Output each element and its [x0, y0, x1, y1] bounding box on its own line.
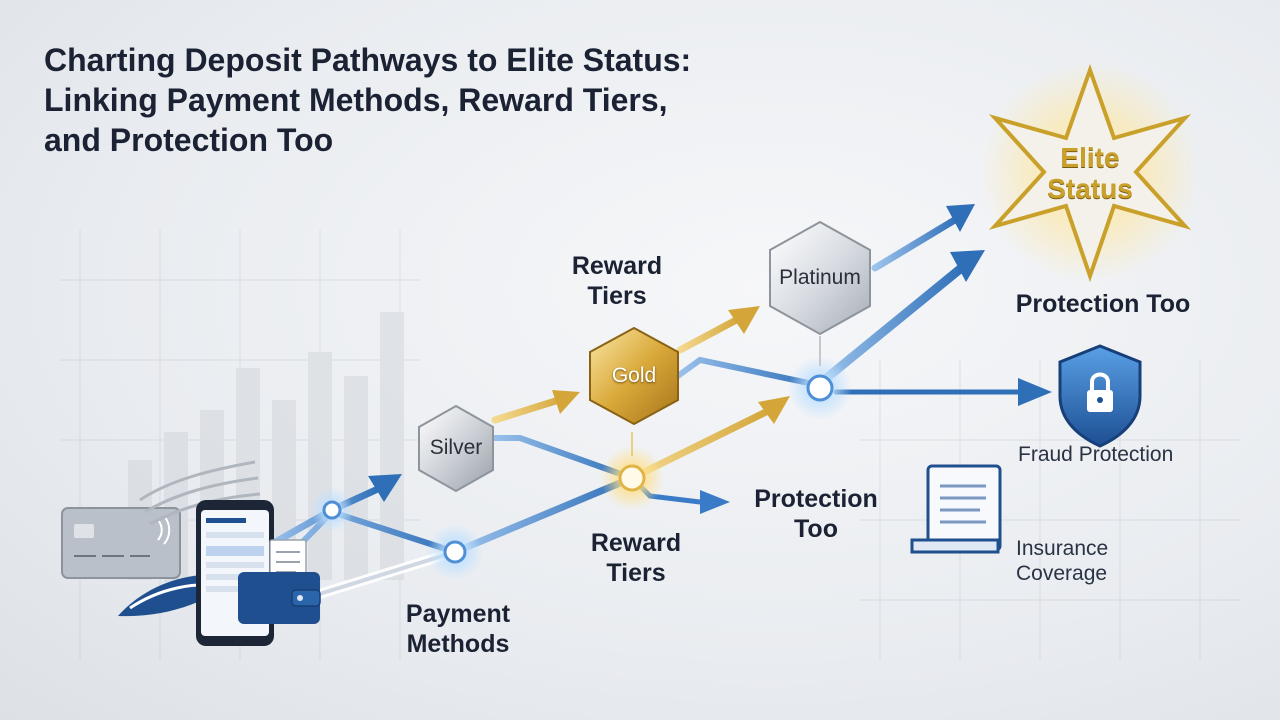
- insurance-coverage-label: Insurance Coverage: [1016, 536, 1156, 586]
- title-line-3: and Protection Too: [44, 122, 334, 158]
- payment-methods-line-2: Methods: [406, 630, 510, 658]
- reward-tiers-bottom-label: Reward Tiers: [574, 528, 698, 588]
- page-title: Charting Deposit Pathways to Elite Statu…: [44, 40, 691, 160]
- payment-methods-label: Payment Methods: [388, 599, 528, 659]
- reward-tiers-top-label: Reward Tiers: [562, 251, 672, 311]
- elite-star-icon: [980, 62, 1200, 283]
- platinum-hexagon: [769, 220, 871, 336]
- reward-tiers-top-line-1: Reward: [571, 252, 663, 280]
- glow-nodes: [310, 336, 852, 580]
- gold-tier-label: Gold: [611, 364, 657, 387]
- credit-card-icon: [61, 507, 181, 579]
- silver-hexagon: [418, 404, 494, 493]
- reward-tiers-top-line-2: Tiers: [587, 282, 647, 310]
- title-line-2: Linking Payment Methods, Reward Tiers,: [44, 82, 668, 118]
- wallet-icon: [238, 539, 321, 624]
- gold-hexagon: [589, 326, 679, 426]
- shield-lock-icon: [1058, 344, 1142, 448]
- protection-mid-label: Protection Too: [736, 484, 896, 544]
- document-scroll-icon: [910, 464, 1002, 554]
- insurance-line-1: Insurance: [1016, 537, 1109, 560]
- elite-status-label: Elite Status: [1030, 142, 1150, 204]
- elite-line-1: Elite: [1060, 142, 1120, 173]
- arrowheads: [368, 204, 1052, 514]
- reward-tiers-bottom-line-1: Reward: [590, 529, 682, 557]
- protection-top-label: Protection Too: [1015, 290, 1191, 318]
- insurance-line-2: Coverage: [1016, 562, 1108, 585]
- protection-mid-line-1: Protection: [754, 485, 878, 513]
- silver-tier-label: Silver: [429, 436, 483, 459]
- payment-methods-line-1: Payment: [405, 600, 511, 628]
- elite-line-2: Status: [1047, 173, 1133, 204]
- title-line-1: Charting Deposit Pathways to Elite Statu…: [44, 42, 692, 78]
- fraud-protection-label: Fraud Protection: [1018, 443, 1174, 466]
- platinum-tier-label: Platinum: [779, 266, 861, 289]
- protection-mid-line-2: Too: [794, 515, 838, 543]
- reward-tiers-bottom-line-2: Tiers: [606, 559, 666, 587]
